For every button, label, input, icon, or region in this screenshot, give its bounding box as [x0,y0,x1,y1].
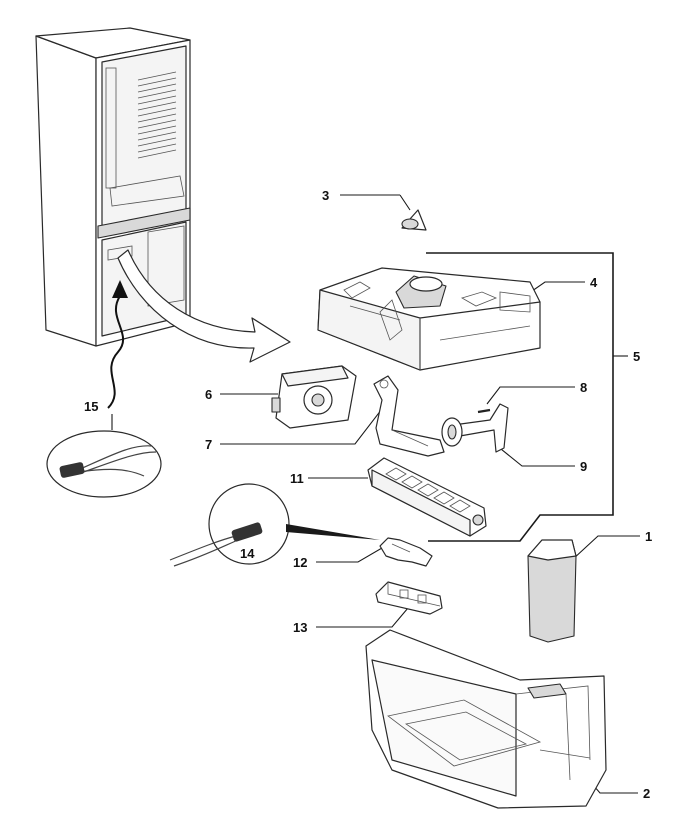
leader-lines [111,194,640,794]
callout-8: 8 [580,380,587,395]
part-13-connector-bracket [375,581,443,615]
curved-arrow [117,249,291,363]
callout-5: 5 [633,349,640,364]
part-7-bracket [373,375,445,457]
callout-2: 2 [643,786,650,801]
callout-11: 11 [290,471,304,486]
callout-13: 13 [293,620,307,635]
part-12-clip [379,537,433,567]
part-6-control-module [271,365,357,429]
callout-7: 7 [205,437,212,452]
part-2-ice-bin [365,629,607,809]
part-4-ice-maker-housing [317,267,541,371]
callout-3: 3 [322,188,329,203]
part-9-lever-arm [441,403,509,453]
part-3-cone [401,209,427,231]
callout-9: 9 [580,459,587,474]
sensor-detail-circle-15 [46,430,162,498]
callout-6: 6 [205,387,212,402]
callout-14: 14 [240,546,255,561]
wavy-arrow [107,280,128,409]
callout-labels: 3 4 5 6 7 8 9 11 12 13 14 15 1 2 [84,188,652,801]
callout-12: 12 [293,555,307,570]
callout-4: 4 [590,275,598,290]
callout-15: 15 [84,399,98,414]
part-11-ice-tray [367,457,487,537]
sensor-detail-circle-14 [169,483,380,567]
refrigerator-illustration [35,27,191,347]
part-1-cover [527,539,577,643]
callout-1: 1 [645,529,652,544]
part-8-pin [477,408,491,414]
